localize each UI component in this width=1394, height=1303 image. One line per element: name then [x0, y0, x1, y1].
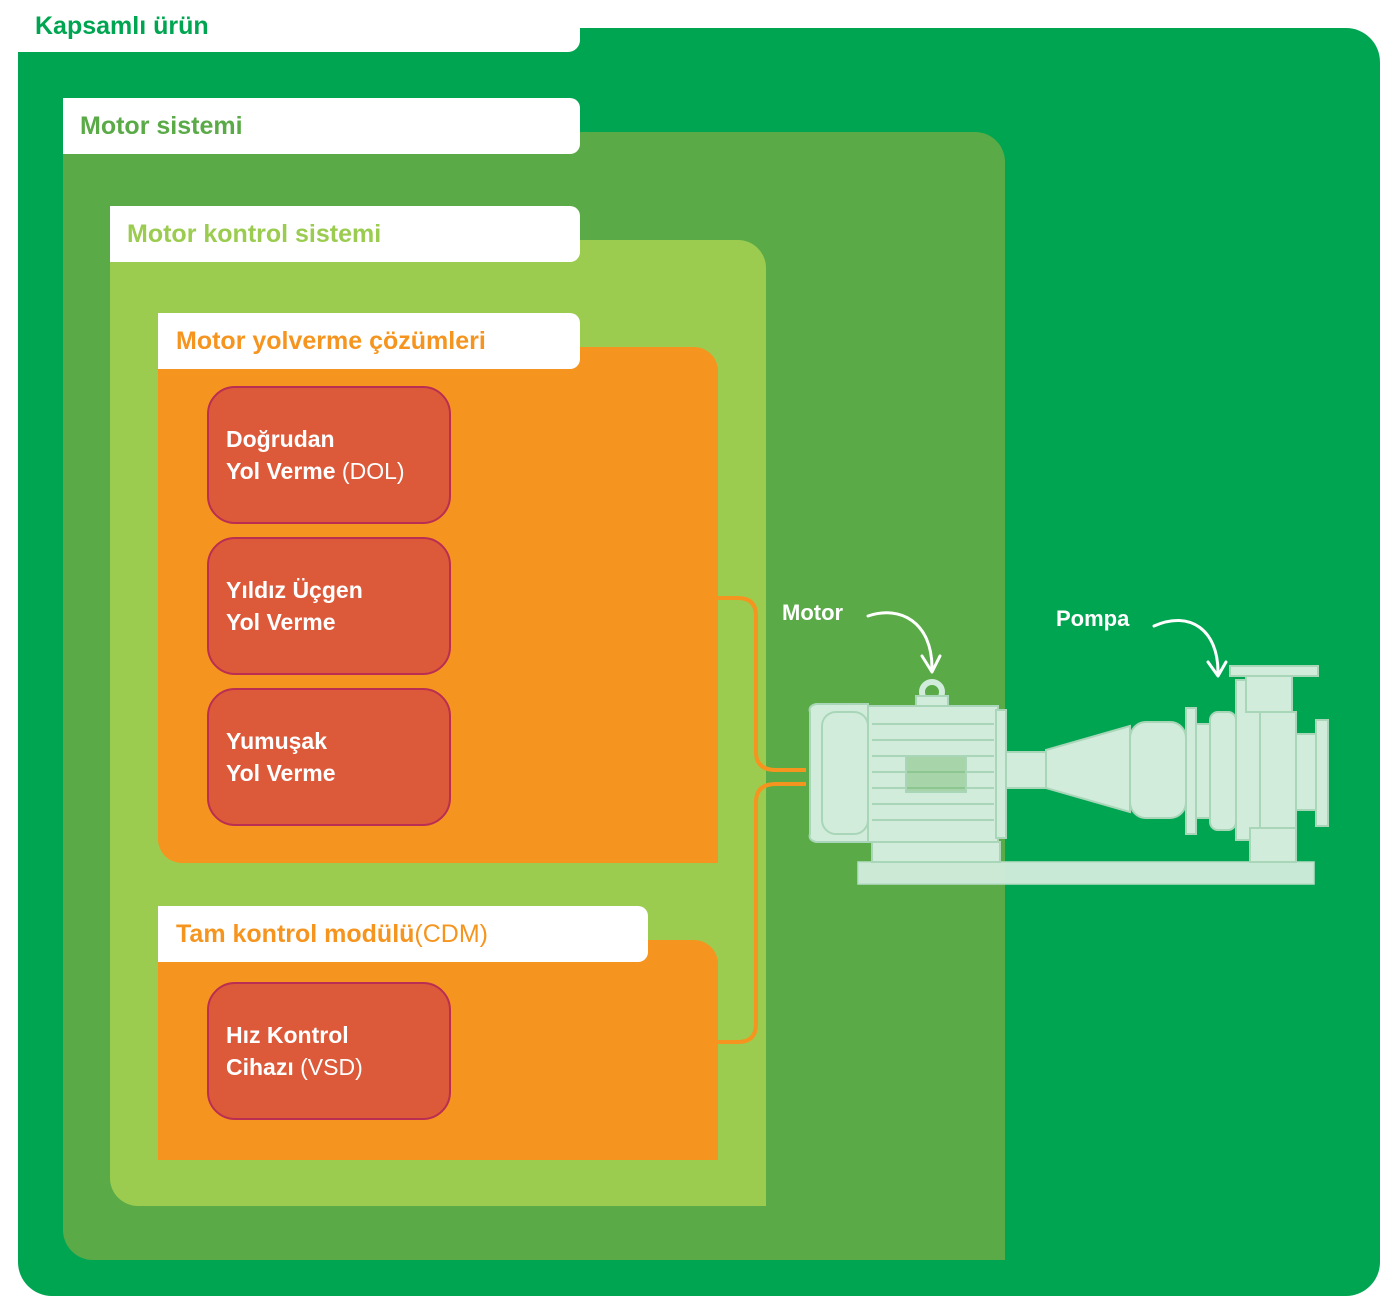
starting-to-motor-connector [718, 596, 806, 772]
complete-drive-module-title: Tam kontrol modülü (CDM) [158, 906, 648, 962]
motor-label: Motor [782, 600, 844, 625]
dol-card-abbrev: (DOL) [335, 458, 405, 484]
motor-system-title-text: Motor sistemi [80, 111, 243, 140]
vsd-card-line2: Cihazı [226, 1054, 294, 1080]
vsd-card-abbrev: (VSD) [293, 1054, 363, 1080]
cdm-to-motor-connector [718, 782, 806, 1044]
star-delta-card-line1: Yıldız Üçgen [226, 577, 363, 603]
soft-starter-card-line1: Yumuşak [226, 728, 327, 754]
star-delta-starter-card: Yıldız Üçgen Yol Verme [207, 537, 451, 675]
motor-control-system-title-text: Motor kontrol sistemi [127, 219, 382, 248]
soft-starter-card: Yumuşak Yol Verme [207, 688, 451, 826]
star-delta-card-line2: Yol Verme [226, 609, 336, 635]
dol-starter-card: Doğrudan Yol Verme (DOL) [207, 386, 451, 524]
dol-card-line2: Yol Verme [226, 458, 336, 484]
motor-control-system-title: Motor kontrol sistemi [110, 206, 580, 262]
comprehensive-product-title: Kapsamlı ürün [18, 0, 580, 52]
base-plate-icon [857, 861, 1315, 885]
complete-drive-module-title-text: Tam kontrol modülü [176, 919, 415, 948]
pump-label: Pompa [1056, 606, 1130, 631]
comprehensive-product-title-text: Kapsamlı ürün [35, 11, 209, 40]
motor-system-title: Motor sistemi [63, 98, 580, 154]
motor-starting-solutions-title-text: Motor yolverme çözümleri [176, 326, 486, 355]
pump-label-arrow-icon [1152, 619, 1228, 678]
complete-drive-module-abbrev: (CDM) [414, 919, 489, 948]
vsd-card: Hız Kontrol Cihazı (VSD) [207, 982, 451, 1120]
vsd-card-line1: Hız Kontrol [226, 1022, 349, 1048]
centrifugal-pump-icon [1045, 665, 1329, 863]
motor-label-arrow-icon [866, 611, 942, 674]
electric-motor-icon [808, 679, 1051, 863]
dol-card-line1: Doğrudan [226, 426, 335, 452]
motor-starting-solutions-title: Motor yolverme çözümleri [158, 313, 580, 369]
soft-starter-card-line2: Yol Verme [226, 760, 336, 786]
